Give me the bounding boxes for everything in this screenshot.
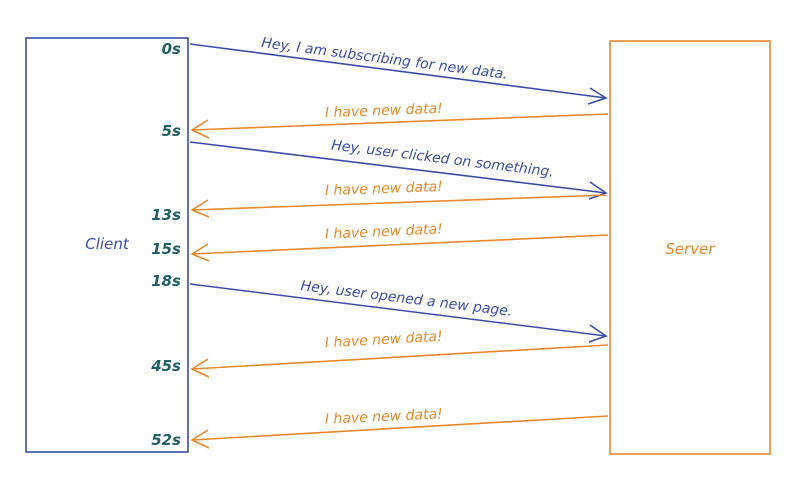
message-new-data-3: I have new data! [190, 221, 609, 262]
message-arrow-line [191, 234, 609, 255]
message-label: I have new data! [325, 101, 443, 122]
message-arrow-line [191, 415, 609, 441]
arrowhead-icon [190, 199, 210, 218]
client-node: Client [25, 37, 189, 453]
arrowhead-icon [587, 87, 608, 105]
message-label: I have new data! [325, 221, 444, 242]
message-new-data-4: I have new data! [190, 329, 609, 378]
server-label: Server [665, 240, 715, 258]
message-arrow-line [189, 43, 607, 99]
timestamp-label: 45s [150, 357, 181, 375]
message-label: I have new data! [325, 179, 443, 199]
message-new-data-2: I have new data! [190, 179, 607, 218]
arrowhead-icon [588, 181, 608, 200]
message-subscribe: Hey, I am subscribing for new data. [189, 35, 608, 105]
timestamp-label: 18s [151, 272, 181, 290]
message-label: Hey, user clicked on something. [330, 137, 554, 180]
arrowhead-icon [190, 119, 210, 139]
message-new-data-5: I have new data! [190, 406, 609, 449]
arrowhead-icon [190, 243, 210, 262]
timestamps: 0s 5s 13s 15s 18s 45s 52s [150, 40, 181, 449]
message-arrow-line [191, 344, 609, 370]
message-label: I have new data! [325, 406, 444, 427]
timestamp-label: 15s [151, 240, 181, 258]
timestamp-label: 52s [151, 431, 181, 449]
message-label: Hey, I am subscribing for new data. [260, 35, 508, 83]
arrowhead-icon [190, 429, 210, 449]
timestamp-label: 0s [162, 40, 181, 58]
timestamp-label: 13s [151, 206, 181, 224]
client-box [25, 37, 189, 453]
message-new-data-1: I have new data! [190, 101, 609, 139]
client-label: Client [85, 235, 130, 253]
timestamp-label: 5s [162, 122, 181, 140]
server-box [609, 40, 771, 455]
message-arrow-line [189, 141, 607, 194]
message-arrow-line [191, 113, 609, 131]
message-label: I have new data! [324, 329, 443, 352]
arrowhead-icon [190, 358, 210, 378]
message-label: Hey, user opened a new page. [300, 278, 513, 320]
server-node: Server [609, 40, 771, 455]
message-arrow-line [191, 194, 607, 211]
message-arrow-line [189, 283, 607, 337]
arrowhead-icon [588, 324, 608, 343]
